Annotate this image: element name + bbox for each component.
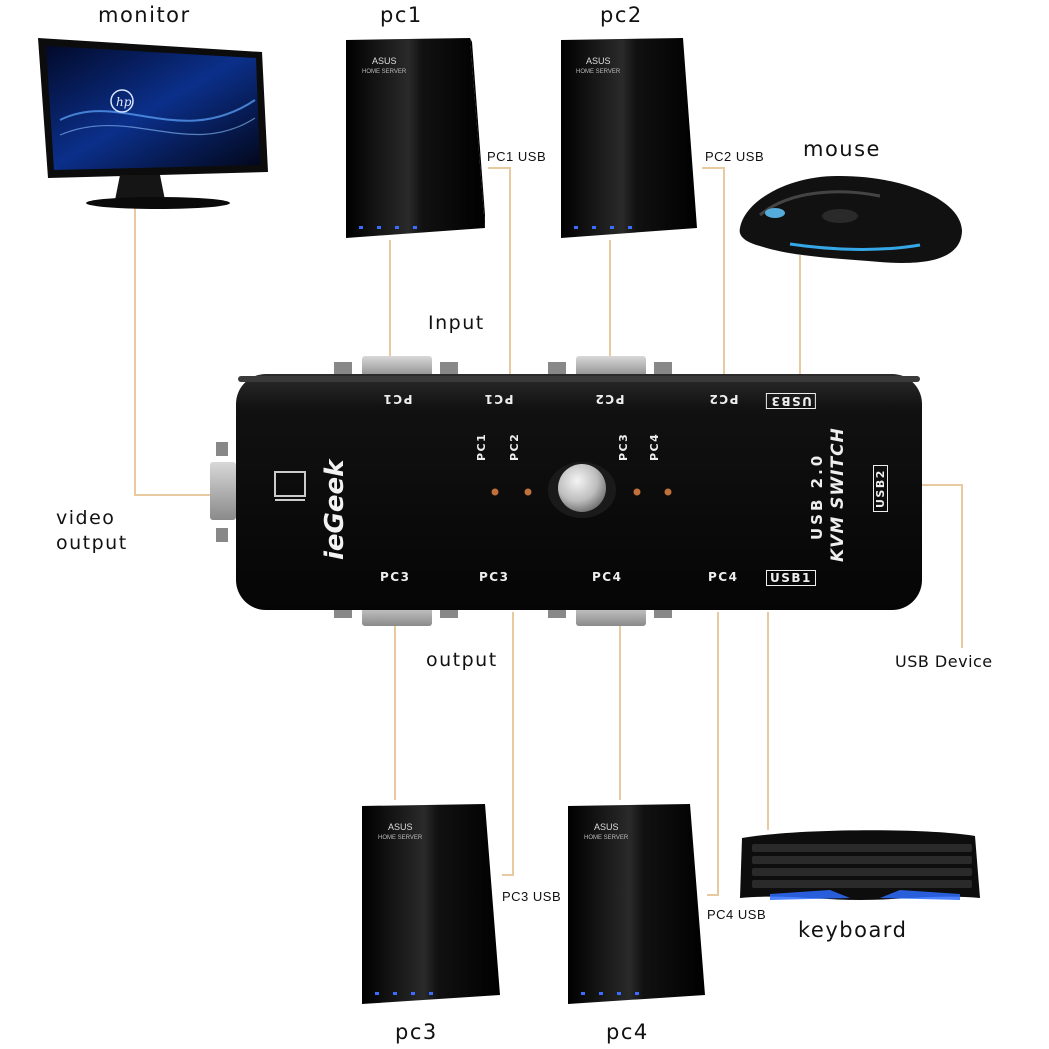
svg-text:ASUS: ASUS: [594, 822, 619, 832]
pc2-label: pc2: [600, 3, 643, 27]
pc4-label: pc4: [606, 1020, 649, 1044]
switch-top-port-3: PC2: [594, 392, 625, 406]
pc3-tower: ASUS HOME SERVER: [362, 804, 500, 1004]
video-output-label-line1: video: [56, 507, 116, 529]
switch-brand: ieGeek: [320, 459, 350, 560]
input-label: Input: [428, 312, 485, 334]
output-label: output: [426, 649, 498, 671]
keyboard-label: keyboard: [798, 918, 908, 942]
switch-indicator-pc2: PC2: [508, 432, 521, 461]
switch-bottom-port-4: PC4: [708, 570, 739, 584]
switch-indicator-pc3: PC3: [617, 432, 630, 461]
usb-device-label: USB Device: [895, 652, 993, 671]
kvm-switch: [210, 356, 922, 626]
video-output-label-line2: output: [56, 532, 128, 554]
svg-text:HOME SERVER: HOME SERVER: [378, 835, 423, 841]
switch-indicator-pc4: PC4: [648, 432, 661, 461]
pc3-usb-label: PC3 USB: [502, 889, 562, 904]
monitor-label: monitor: [98, 3, 191, 27]
switch-top-port-4: PC2: [708, 392, 739, 406]
svg-text:ASUS: ASUS: [372, 56, 397, 66]
mouse-label: mouse: [803, 137, 881, 161]
pc2-tower: ASUS HOME SERVER: [561, 38, 697, 238]
switch-bottom-port-2: PC3: [479, 570, 510, 584]
monitor-port-icon: [274, 471, 306, 497]
switch-top-port-1: PC1: [382, 392, 413, 406]
svg-text:HOME SERVER: HOME SERVER: [362, 69, 407, 75]
svg-text:HOME SERVER: HOME SERVER: [576, 69, 621, 75]
pc1-label: pc1: [380, 3, 423, 27]
side-vga-connector: [210, 442, 236, 542]
switch-bottom-port-3: PC4: [592, 570, 623, 584]
switch-usb2-label: USB2: [873, 465, 888, 512]
pc3-label: pc3: [395, 1020, 438, 1044]
svg-text:ASUS: ASUS: [586, 56, 611, 66]
monitor-device: hp: [38, 38, 268, 209]
pc1-tower: ASUS HOME SERVER: [346, 38, 485, 238]
switch-bottom-port-1: PC3: [380, 570, 411, 584]
mouse-device: [739, 175, 962, 263]
switch-button: [558, 464, 606, 512]
top-vga-connectors: [334, 356, 672, 378]
switch-model-line2: KVM SWITCH: [828, 427, 848, 562]
pc4-tower: ASUS HOME SERVER: [568, 804, 705, 1004]
pc2-usb-label: PC2 USB: [705, 149, 765, 164]
switch-indicator-pc1: PC1: [475, 432, 488, 461]
keyboard-device: [740, 830, 980, 900]
switch-usb1-label: USB1: [766, 570, 816, 586]
pc4-usb-label: PC4 USB: [707, 907, 767, 922]
connection-wires: [134, 167, 963, 896]
hp-logo-icon: [110, 89, 134, 113]
svg-text:HOME SERVER: HOME SERVER: [584, 835, 629, 841]
pc1-usb-label: PC1 USB: [487, 149, 547, 164]
switch-model-line1: USB 2.0: [808, 452, 826, 540]
switch-top-port-2: PC1: [483, 392, 514, 406]
indicator-leds: [491, 488, 672, 496]
switch-usb3-label: USB3: [766, 393, 816, 409]
monitor-logo: hp: [116, 95, 132, 109]
svg-text:ASUS: ASUS: [388, 822, 413, 832]
